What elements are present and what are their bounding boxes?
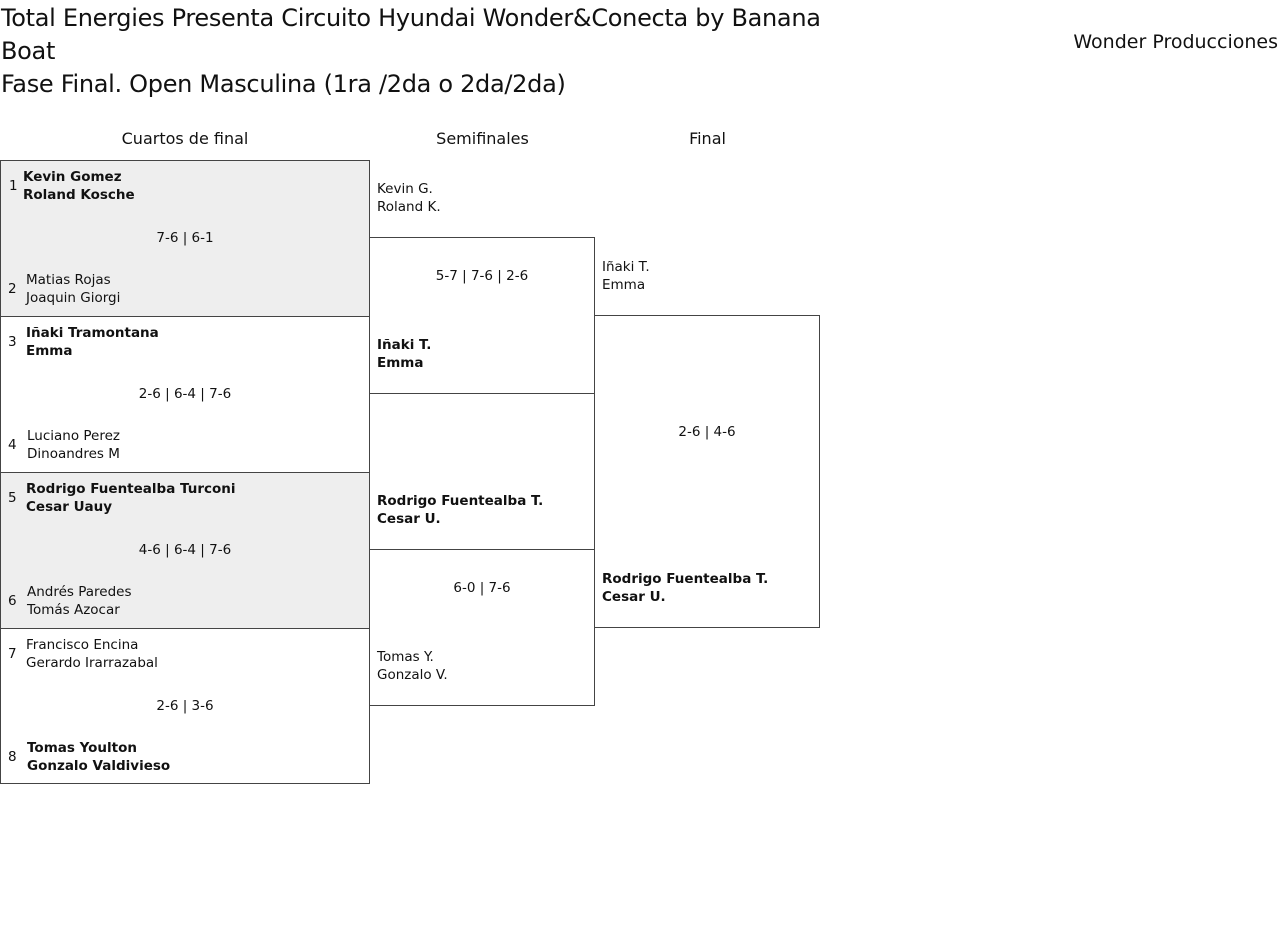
match-score: 4-6 | 6-4 | 7-6 [138, 542, 232, 558]
final-team-a: Iñaki T. Emma [602, 258, 650, 294]
final-score: 2-6 | 4-6 [678, 424, 736, 440]
seed: 5 [8, 490, 17, 506]
round-header-semis: Semifinales [436, 129, 529, 148]
player: Gonzalo Valdivieso [27, 758, 171, 774]
match-score: 2-6 | 6-4 | 7-6 [138, 386, 232, 402]
semi-1-team-a: Kevin G. Roland K. [377, 180, 441, 216]
player: Rodrigo Fuentealba T. [602, 571, 769, 587]
player: Tomás Azocar [27, 602, 120, 618]
seed: 4 [8, 437, 17, 453]
subtitle-text: Fase Final. Open Masculina (1ra /2da o 2… [1, 70, 566, 98]
player: Dinoandres M [27, 446, 120, 462]
semi-2-team-b: Tomas Y. Gonzalo V. [377, 648, 448, 684]
title-text: Total Energies Presenta Circuito Hyundai… [1, 4, 821, 65]
seed: 2 [8, 281, 17, 297]
semi-1-score: 5-7 | 7-6 | 2-6 [435, 268, 529, 284]
player: Matias Rojas [26, 272, 111, 288]
player: Emma [26, 343, 73, 359]
match-score: 2-6 | 3-6 [156, 698, 214, 714]
player: Tomas Youlton [27, 740, 137, 756]
player: Rodrigo Fuentealba Turconi [26, 481, 236, 497]
seed: 7 [8, 646, 17, 662]
seed: 3 [8, 334, 17, 350]
player: Emma [602, 277, 646, 293]
semi-2-score: 6-0 | 7-6 [453, 580, 511, 596]
page-title: Total Energies Presenta Circuito Hyundai… [1, 2, 841, 101]
player: Cesar U. [377, 511, 441, 527]
player: Roland Kosche [23, 187, 135, 203]
seed: 6 [8, 593, 17, 609]
player: Iñaki T. [377, 337, 432, 353]
player: Iñaki T. [602, 259, 650, 275]
final-match[interactable] [594, 315, 820, 628]
round-header-quarters: Cuartos de final [121, 129, 249, 148]
player: Gerardo Irarrazabal [26, 655, 158, 671]
player: Cesar Uauy [26, 499, 113, 515]
player: Cesar U. [602, 589, 666, 605]
round-header-final: Final [689, 129, 726, 148]
player: Roland K. [377, 199, 441, 215]
player: Joaquin Giorgi [26, 290, 121, 306]
organizer: Wonder Producciones [1073, 31, 1278, 53]
semi-1-team-b: Iñaki T. Emma [377, 336, 431, 372]
seed: 8 [8, 749, 17, 765]
player: Rodrigo Fuentealba T. [377, 493, 544, 509]
player: Francisco Encina [26, 637, 139, 653]
player: Kevin G. [377, 181, 433, 197]
player: Emma [377, 355, 424, 371]
semi-2-team-a: Rodrigo Fuentealba T. Cesar U. [377, 492, 543, 528]
player: Tomas Y. [377, 649, 434, 665]
seed: 1 [9, 178, 18, 194]
match-score: 7-6 | 6-1 [156, 230, 214, 246]
player: Gonzalo V. [377, 667, 448, 683]
final-team-b: Rodrigo Fuentealba T. Cesar U. [602, 570, 768, 606]
player: Luciano Perez [27, 428, 121, 444]
player: Kevin Gomez [23, 169, 122, 185]
player: Andrés Paredes [27, 584, 132, 600]
player: Iñaki Tramontana [26, 325, 159, 341]
